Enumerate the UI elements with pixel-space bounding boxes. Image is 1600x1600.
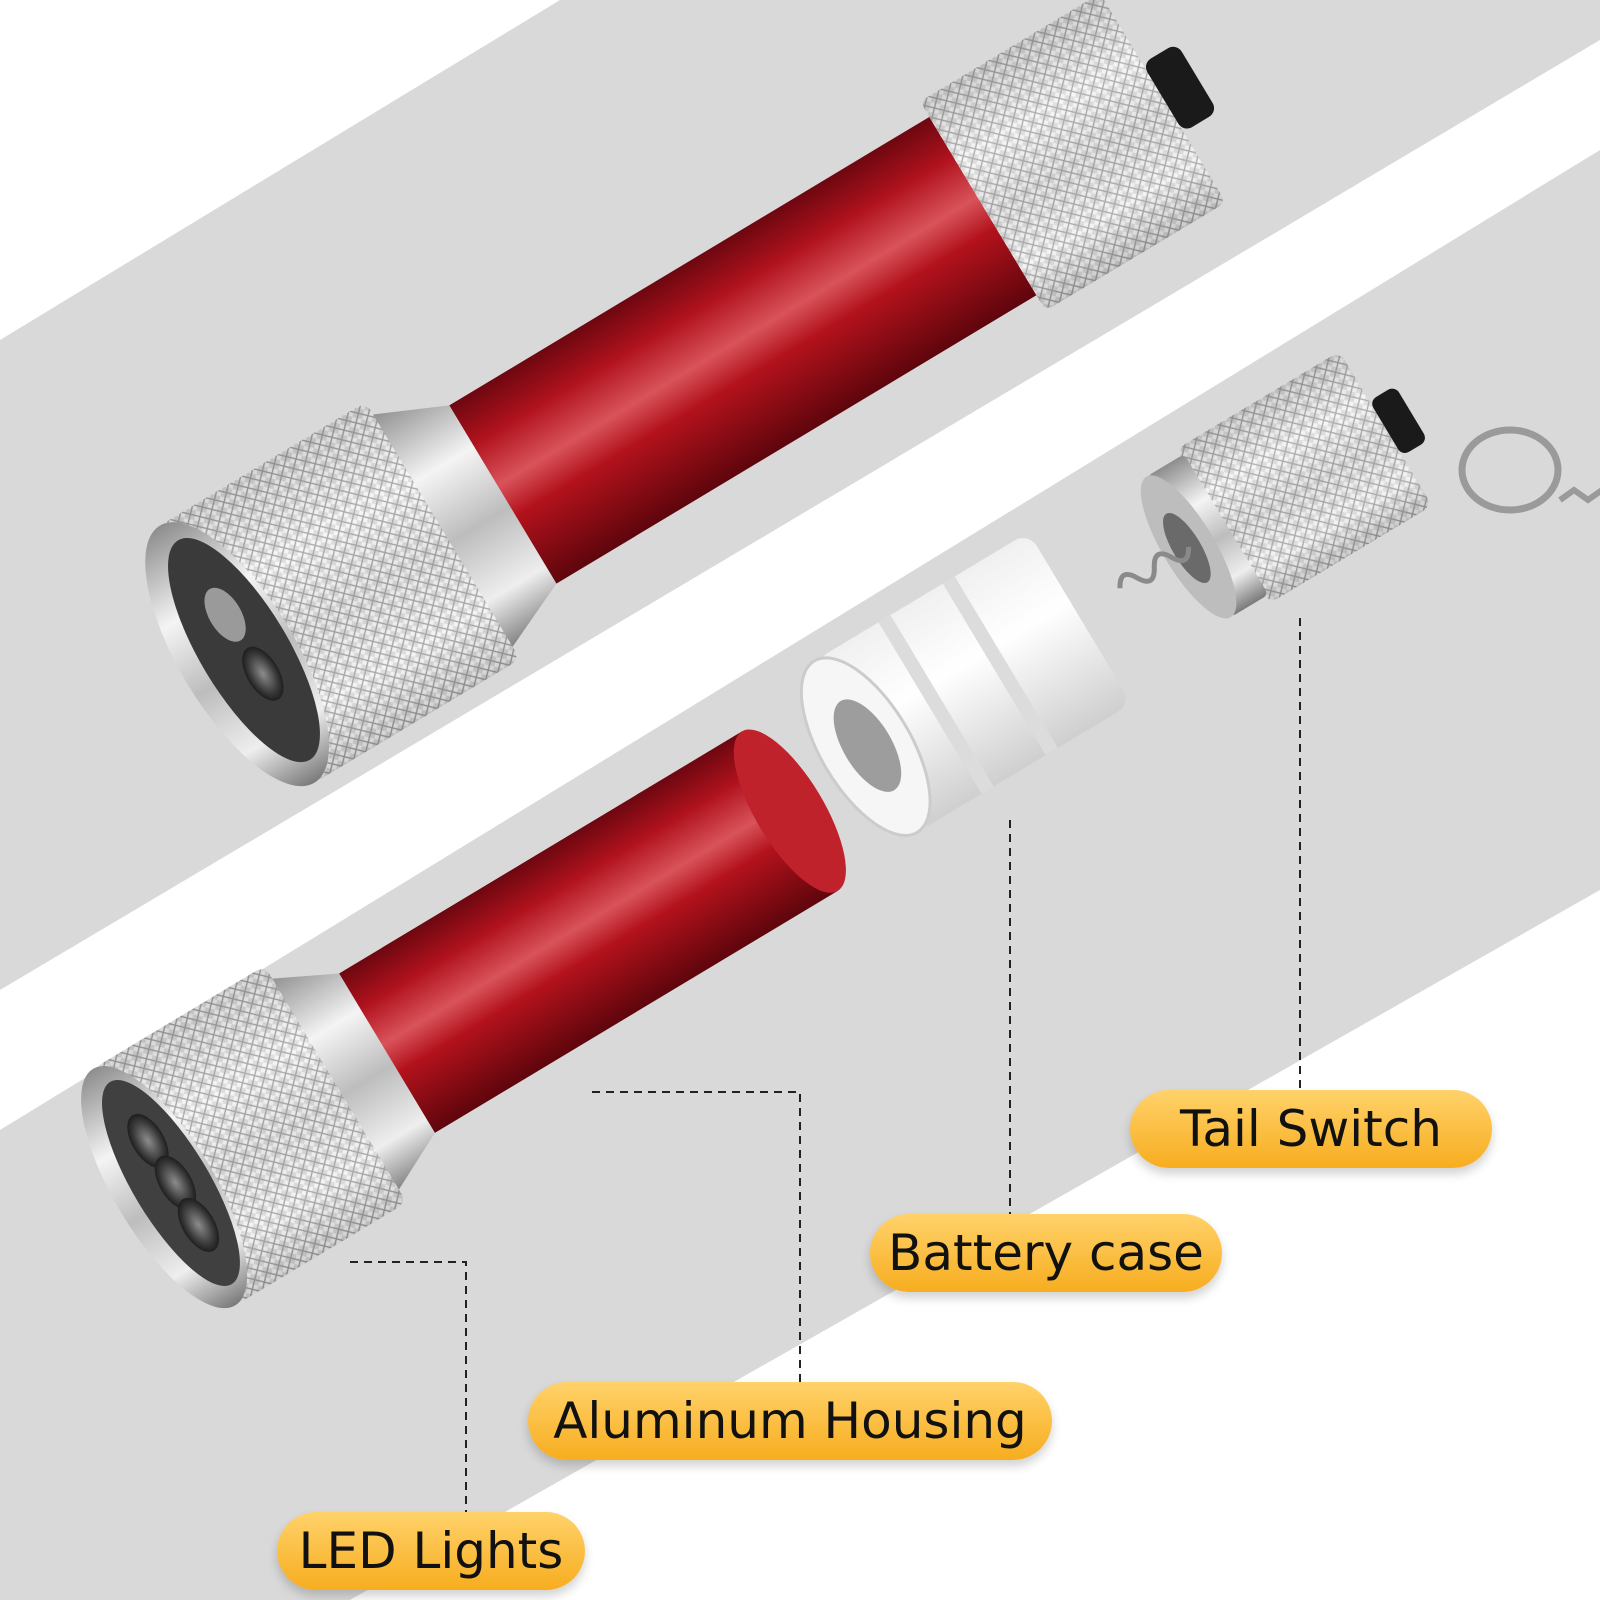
battery-case bbox=[799, 538, 1126, 837]
led-lights-label: LED Lights bbox=[277, 1512, 585, 1590]
aluminum-housing-label: Aluminum Housing bbox=[528, 1382, 1052, 1460]
battery-case-label: Battery case bbox=[870, 1214, 1222, 1292]
tail-switch-label: Tail Switch bbox=[1130, 1090, 1492, 1168]
flashlight-head bbox=[81, 729, 846, 1309]
tail-switch bbox=[1117, 355, 1429, 619]
flashlight-assembled bbox=[145, 0, 1223, 787]
key-ring bbox=[1458, 426, 1600, 514]
leader-lines bbox=[350, 618, 1301, 1512]
